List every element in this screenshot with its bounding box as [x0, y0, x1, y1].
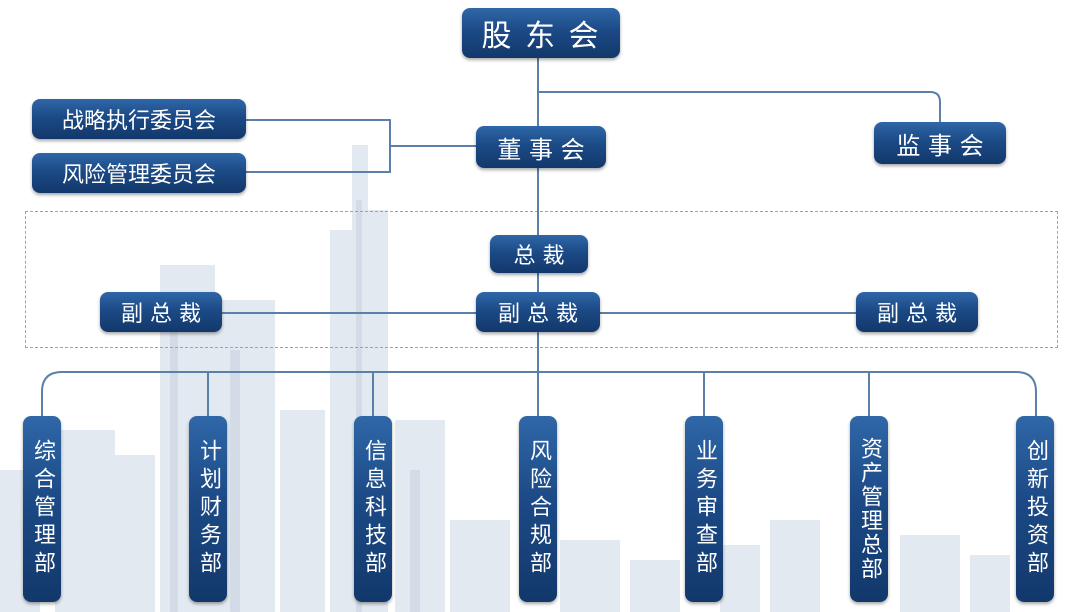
vice-president-box: 副 总 裁 [100, 292, 222, 332]
department-box: 综合管理部 [23, 416, 61, 602]
board-of-directors-box: 董 事 会 [476, 126, 606, 168]
department-box: 信息科技部 [354, 416, 392, 602]
shareholders-meeting-box: 股 东 会 [462, 8, 620, 58]
risk-committee-box: 风险管理委员会 [32, 153, 246, 193]
president-box: 总 裁 [490, 235, 588, 273]
department-box: 计划财务部 [189, 416, 227, 602]
executive-group-frame [25, 211, 1058, 348]
department-box: 业务审查部 [685, 416, 723, 602]
department-box: 资产管理总部 [850, 416, 888, 602]
board-of-supervisors-box: 监 事 会 [874, 122, 1006, 164]
department-box: 风险合规部 [519, 416, 557, 602]
vice-president-box: 副 总 裁 [476, 292, 600, 332]
strategy-committee-box: 战略执行委员会 [32, 99, 246, 139]
vice-president-box: 副 总 裁 [856, 292, 978, 332]
department-box: 创新投资部 [1016, 416, 1054, 602]
